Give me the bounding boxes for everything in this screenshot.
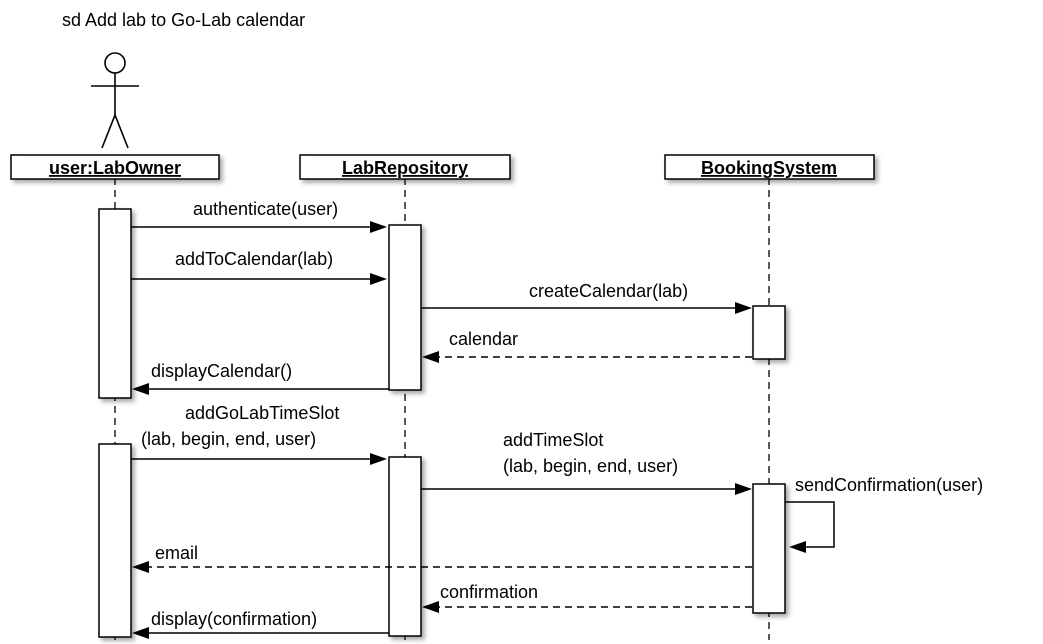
header-repo-label: LabRepository — [342, 158, 468, 178]
header-booking: BookingSystem — [664, 154, 875, 180]
header-repo: LabRepository — [299, 154, 511, 180]
header-booking-label: BookingSystem — [701, 158, 837, 178]
message-display-calendar-label: displayCalendar() — [151, 361, 292, 381]
header-owner: user:LabOwner — [10, 154, 220, 180]
message-send-confirmation: sendConfirmation(user) — [785, 475, 983, 553]
activation-booking-1 — [752, 305, 786, 360]
message-display-calendar: displayCalendar() — [132, 361, 389, 395]
message-calendar-reply: calendar — [422, 329, 752, 363]
message-add-golab-time-slot-label-line1: addGoLabTimeSlot — [185, 403, 339, 423]
message-authenticate: authenticate(user) — [131, 199, 387, 233]
message-add-to-calendar-label: addToCalendar(lab) — [175, 249, 333, 269]
message-display-confirmation-label: display(confirmation) — [151, 609, 317, 629]
message-authenticate-label: authenticate(user) — [193, 199, 338, 219]
message-confirmation-reply-label: confirmation — [440, 582, 538, 602]
message-add-golab-time-slot: addGoLabTimeSlot (lab, begin, end, user) — [131, 403, 387, 465]
frame-title: sd Add lab to Go-Lab calendar — [62, 10, 305, 30]
activation-repo-1 — [388, 224, 422, 391]
message-email-reply-label: email — [155, 543, 198, 563]
header-owner-label: user:LabOwner — [49, 158, 181, 178]
message-add-golab-time-slot-label-line2: (lab, begin, end, user) — [141, 429, 316, 449]
activation-booking-2 — [752, 483, 786, 614]
message-add-time-slot-label-line1: addTimeSlot — [503, 430, 603, 450]
message-display-confirmation: display(confirmation) — [132, 609, 389, 639]
activation-owner-2 — [98, 443, 132, 638]
activation-repo-2 — [388, 456, 422, 637]
activation-owner-1 — [98, 208, 132, 399]
message-create-calendar-label: createCalendar(lab) — [529, 281, 688, 301]
message-email-reply: email — [132, 543, 752, 573]
message-calendar-reply-label: calendar — [449, 329, 518, 349]
message-send-confirmation-label: sendConfirmation(user) — [795, 475, 983, 495]
message-add-time-slot-label-line2: (lab, begin, end, user) — [503, 456, 678, 476]
message-add-time-slot: addTimeSlot (lab, begin, end, user) — [421, 430, 752, 495]
actor-figure — [91, 52, 139, 149]
message-add-to-calendar: addToCalendar(lab) — [131, 249, 387, 285]
message-create-calendar: createCalendar(lab) — [421, 281, 752, 314]
message-confirmation-reply: confirmation — [422, 582, 752, 613]
